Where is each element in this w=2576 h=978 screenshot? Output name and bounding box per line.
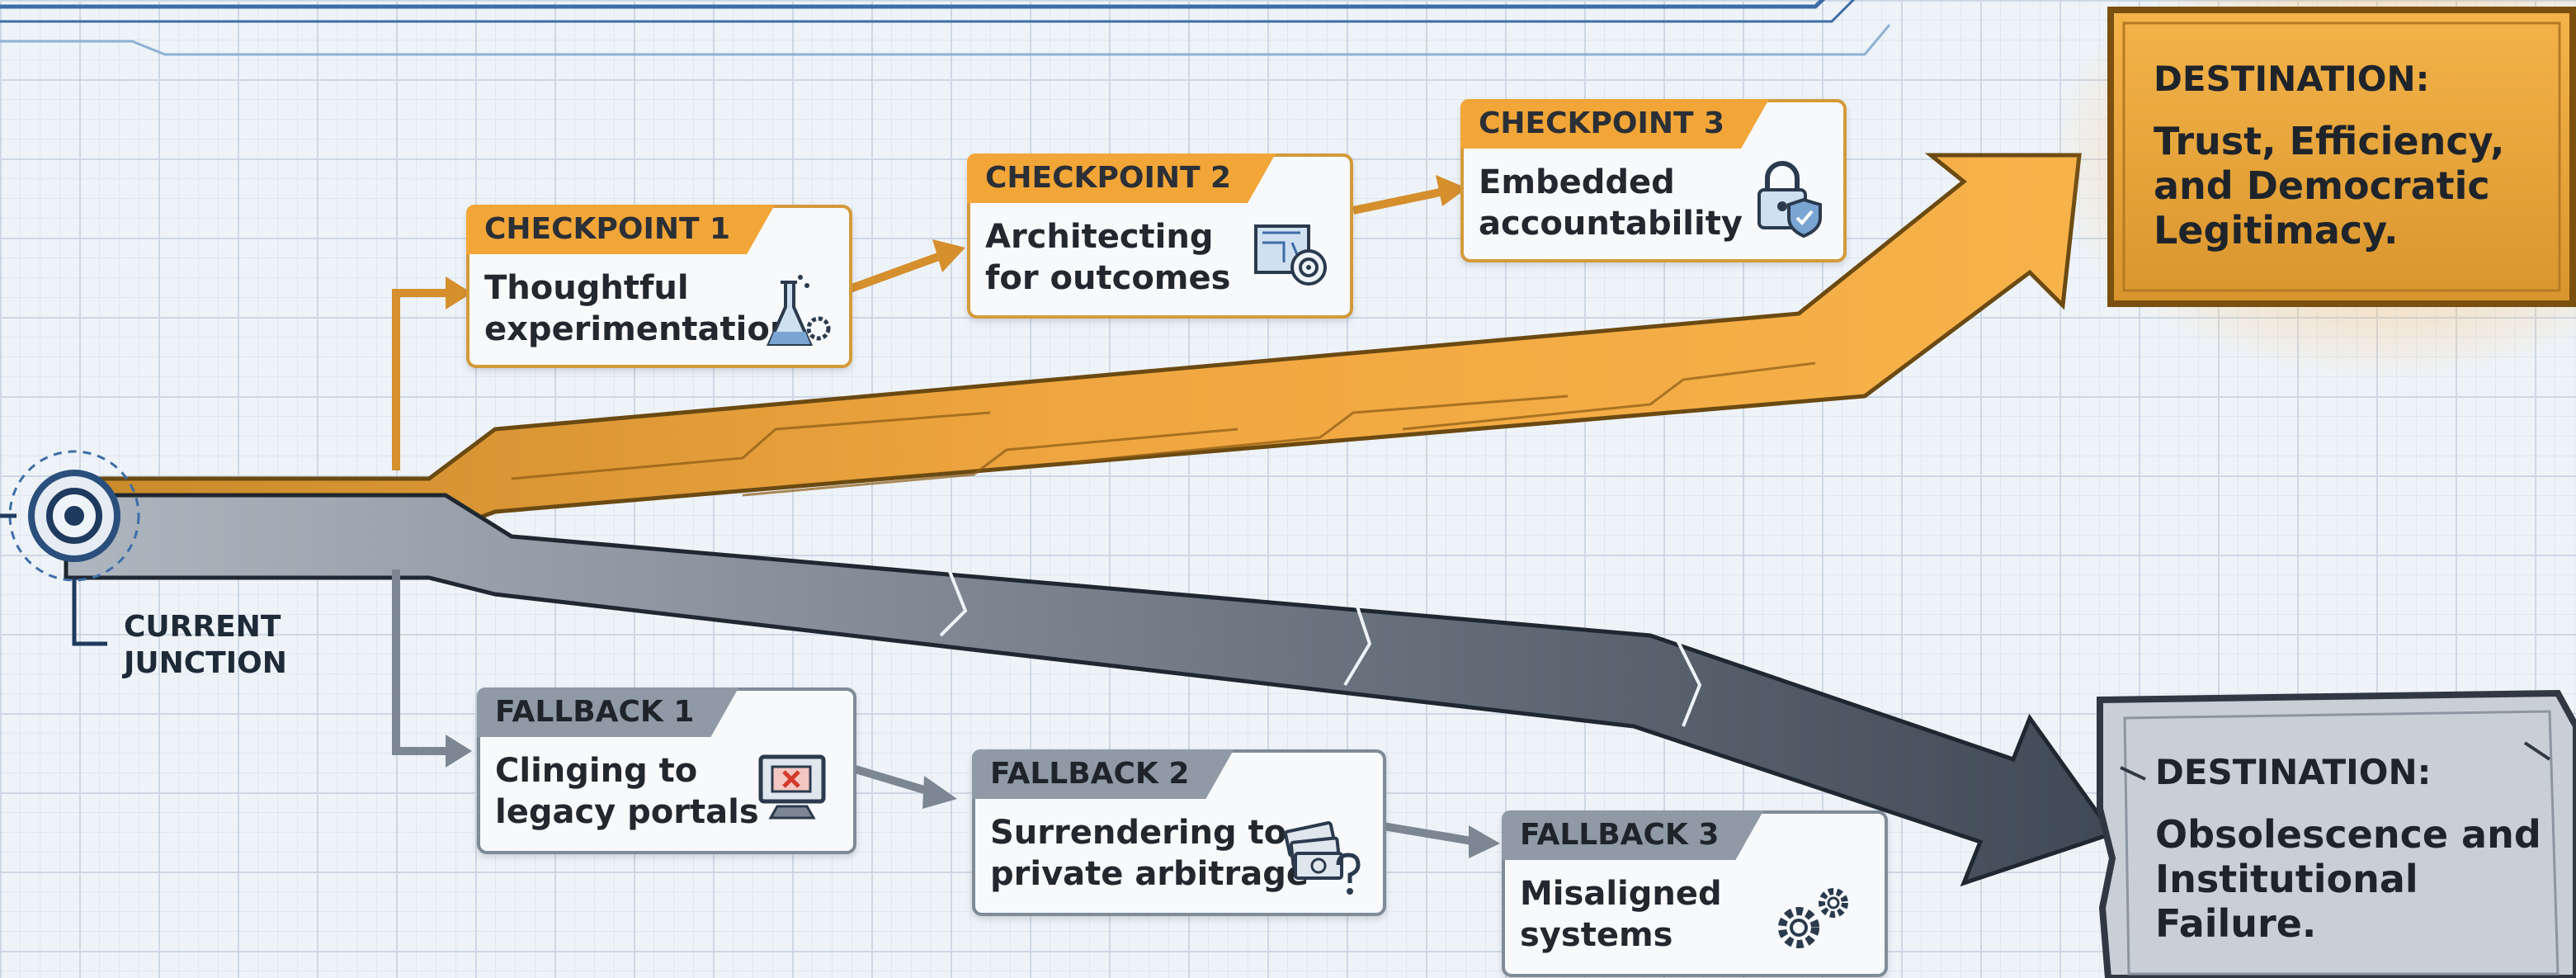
failure-destination-title: DESTINATION: xyxy=(2155,752,2432,792)
checkpoint-1-label: Thoughtful experimentation xyxy=(484,269,794,348)
padlock-shield-icon xyxy=(1757,161,1822,239)
checkpoint-3-card: CHECKPOINT 3 Embedded accountability xyxy=(1460,99,1847,262)
failure-destination-body: Obsolescence and Institutional Failure. xyxy=(2155,812,2541,946)
fallback-2-card: FALLBACK 2 Surrendering to private arbit… xyxy=(972,749,1386,916)
broken-computer-icon xyxy=(758,754,826,820)
title-frame xyxy=(0,0,1891,56)
success-destination-body: Trust, Efficiency, and Democratic Legiti… xyxy=(2154,119,2505,253)
flask-gear-icon xyxy=(766,275,831,346)
checkpoint-2-tag: CHECKPOINT 2 xyxy=(967,154,1276,203)
failure-destination: DESTINATION: Obsolescence and Institutio… xyxy=(2155,751,2576,946)
blueprint-target-icon xyxy=(1254,224,1327,286)
failure-destination-box xyxy=(2097,689,2576,978)
checkpoint-3-label: Embedded accountability xyxy=(1479,163,1743,243)
success-destination: DESTINATION: Trust, Efficiency, and Demo… xyxy=(2154,58,2504,253)
checkpoint-3-tag: CHECKPOINT 3 xyxy=(1460,99,1769,149)
success-destination-box xyxy=(2046,0,2576,380)
fallback-2-label: Surrendering to private arbitrage xyxy=(990,814,1309,893)
checkpoint-1-tag: CHECKPOINT 1 xyxy=(466,205,775,254)
money-question-icon xyxy=(1284,821,1361,895)
fallback-arrowheads xyxy=(446,735,1500,858)
success-destination-title: DESTINATION: xyxy=(2154,59,2430,99)
failure-path xyxy=(64,493,2116,887)
fallback-3-tag: FALLBACK 3 xyxy=(1502,810,1763,860)
fallback-3-card: FALLBACK 3 Misaligned systems xyxy=(1502,810,1888,977)
checkpoint-2-card: CHECKPOINT 2 Architecting for outcomes xyxy=(967,154,1353,319)
checkpoint-connectors xyxy=(392,187,1446,470)
current-junction-label: CURRENT JUNCTION xyxy=(124,610,287,680)
gears-icon xyxy=(1778,888,1848,948)
fallback-1-tag: FALLBACK 1 xyxy=(477,687,738,737)
current-junction-marker xyxy=(0,450,140,646)
fallback-1-card: FALLBACK 1 Clinging to legacy portals xyxy=(477,687,856,854)
checkpoint-2-label: Architecting for outcomes xyxy=(985,218,1231,297)
fallback-connectors xyxy=(392,569,1478,846)
fallback-1-label: Clinging to legacy portals xyxy=(495,752,759,831)
fallback-2-tag: FALLBACK 2 xyxy=(972,749,1234,799)
checkpoint-arrowheads xyxy=(446,175,1467,309)
checkpoint-1-card: CHECKPOINT 1 Thoughtful experimentation xyxy=(466,205,852,368)
fallback-3-label: Misaligned systems xyxy=(1520,875,1722,954)
